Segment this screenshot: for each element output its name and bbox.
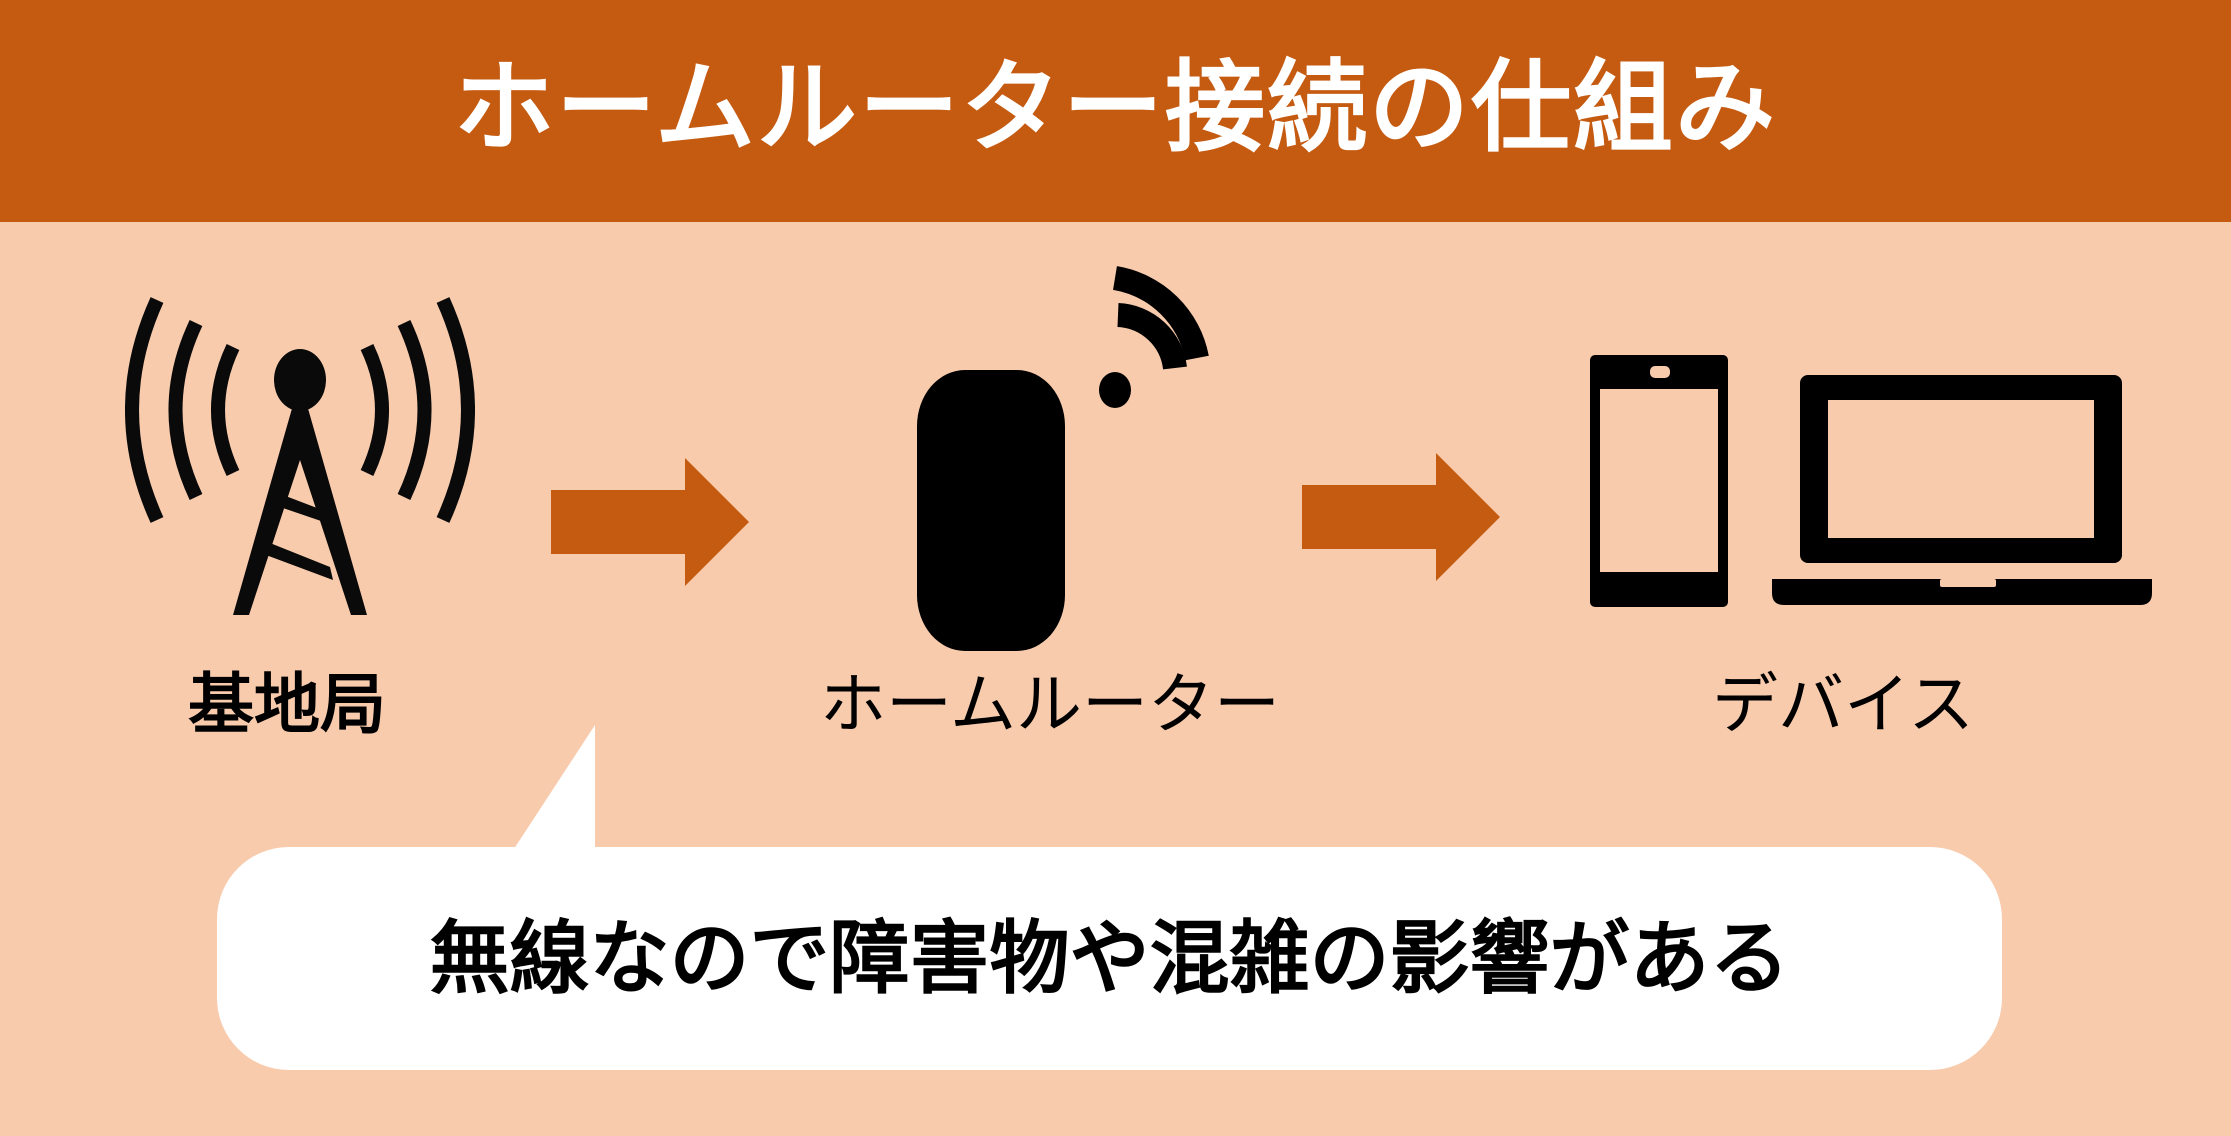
laptop-icon bbox=[1772, 375, 2152, 605]
wifi-signal-icon bbox=[1099, 266, 1209, 408]
home-router-icon bbox=[917, 370, 1065, 651]
arrow-right-icon bbox=[551, 458, 749, 586]
title-banner: ホームルーター接続の仕組み bbox=[0, 0, 2231, 222]
smartphone-icon bbox=[1590, 355, 1728, 607]
label-devices: デバイス bbox=[1711, 666, 1975, 743]
label-home-router: ホームルーター bbox=[819, 666, 1281, 743]
arrow-right-icon bbox=[1302, 453, 1500, 581]
callout-text: 無線なので障害物や混雑の影響がある bbox=[429, 911, 1790, 1005]
callout-bubble: 無線なので障害物や混雑の影響がある bbox=[217, 847, 2002, 1070]
label-base-station: 基地局 bbox=[188, 666, 386, 743]
diagram-title: ホームルーター接続の仕組み bbox=[454, 49, 1777, 166]
callout-tail bbox=[510, 725, 595, 855]
cell-tower-icon bbox=[125, 297, 475, 615]
